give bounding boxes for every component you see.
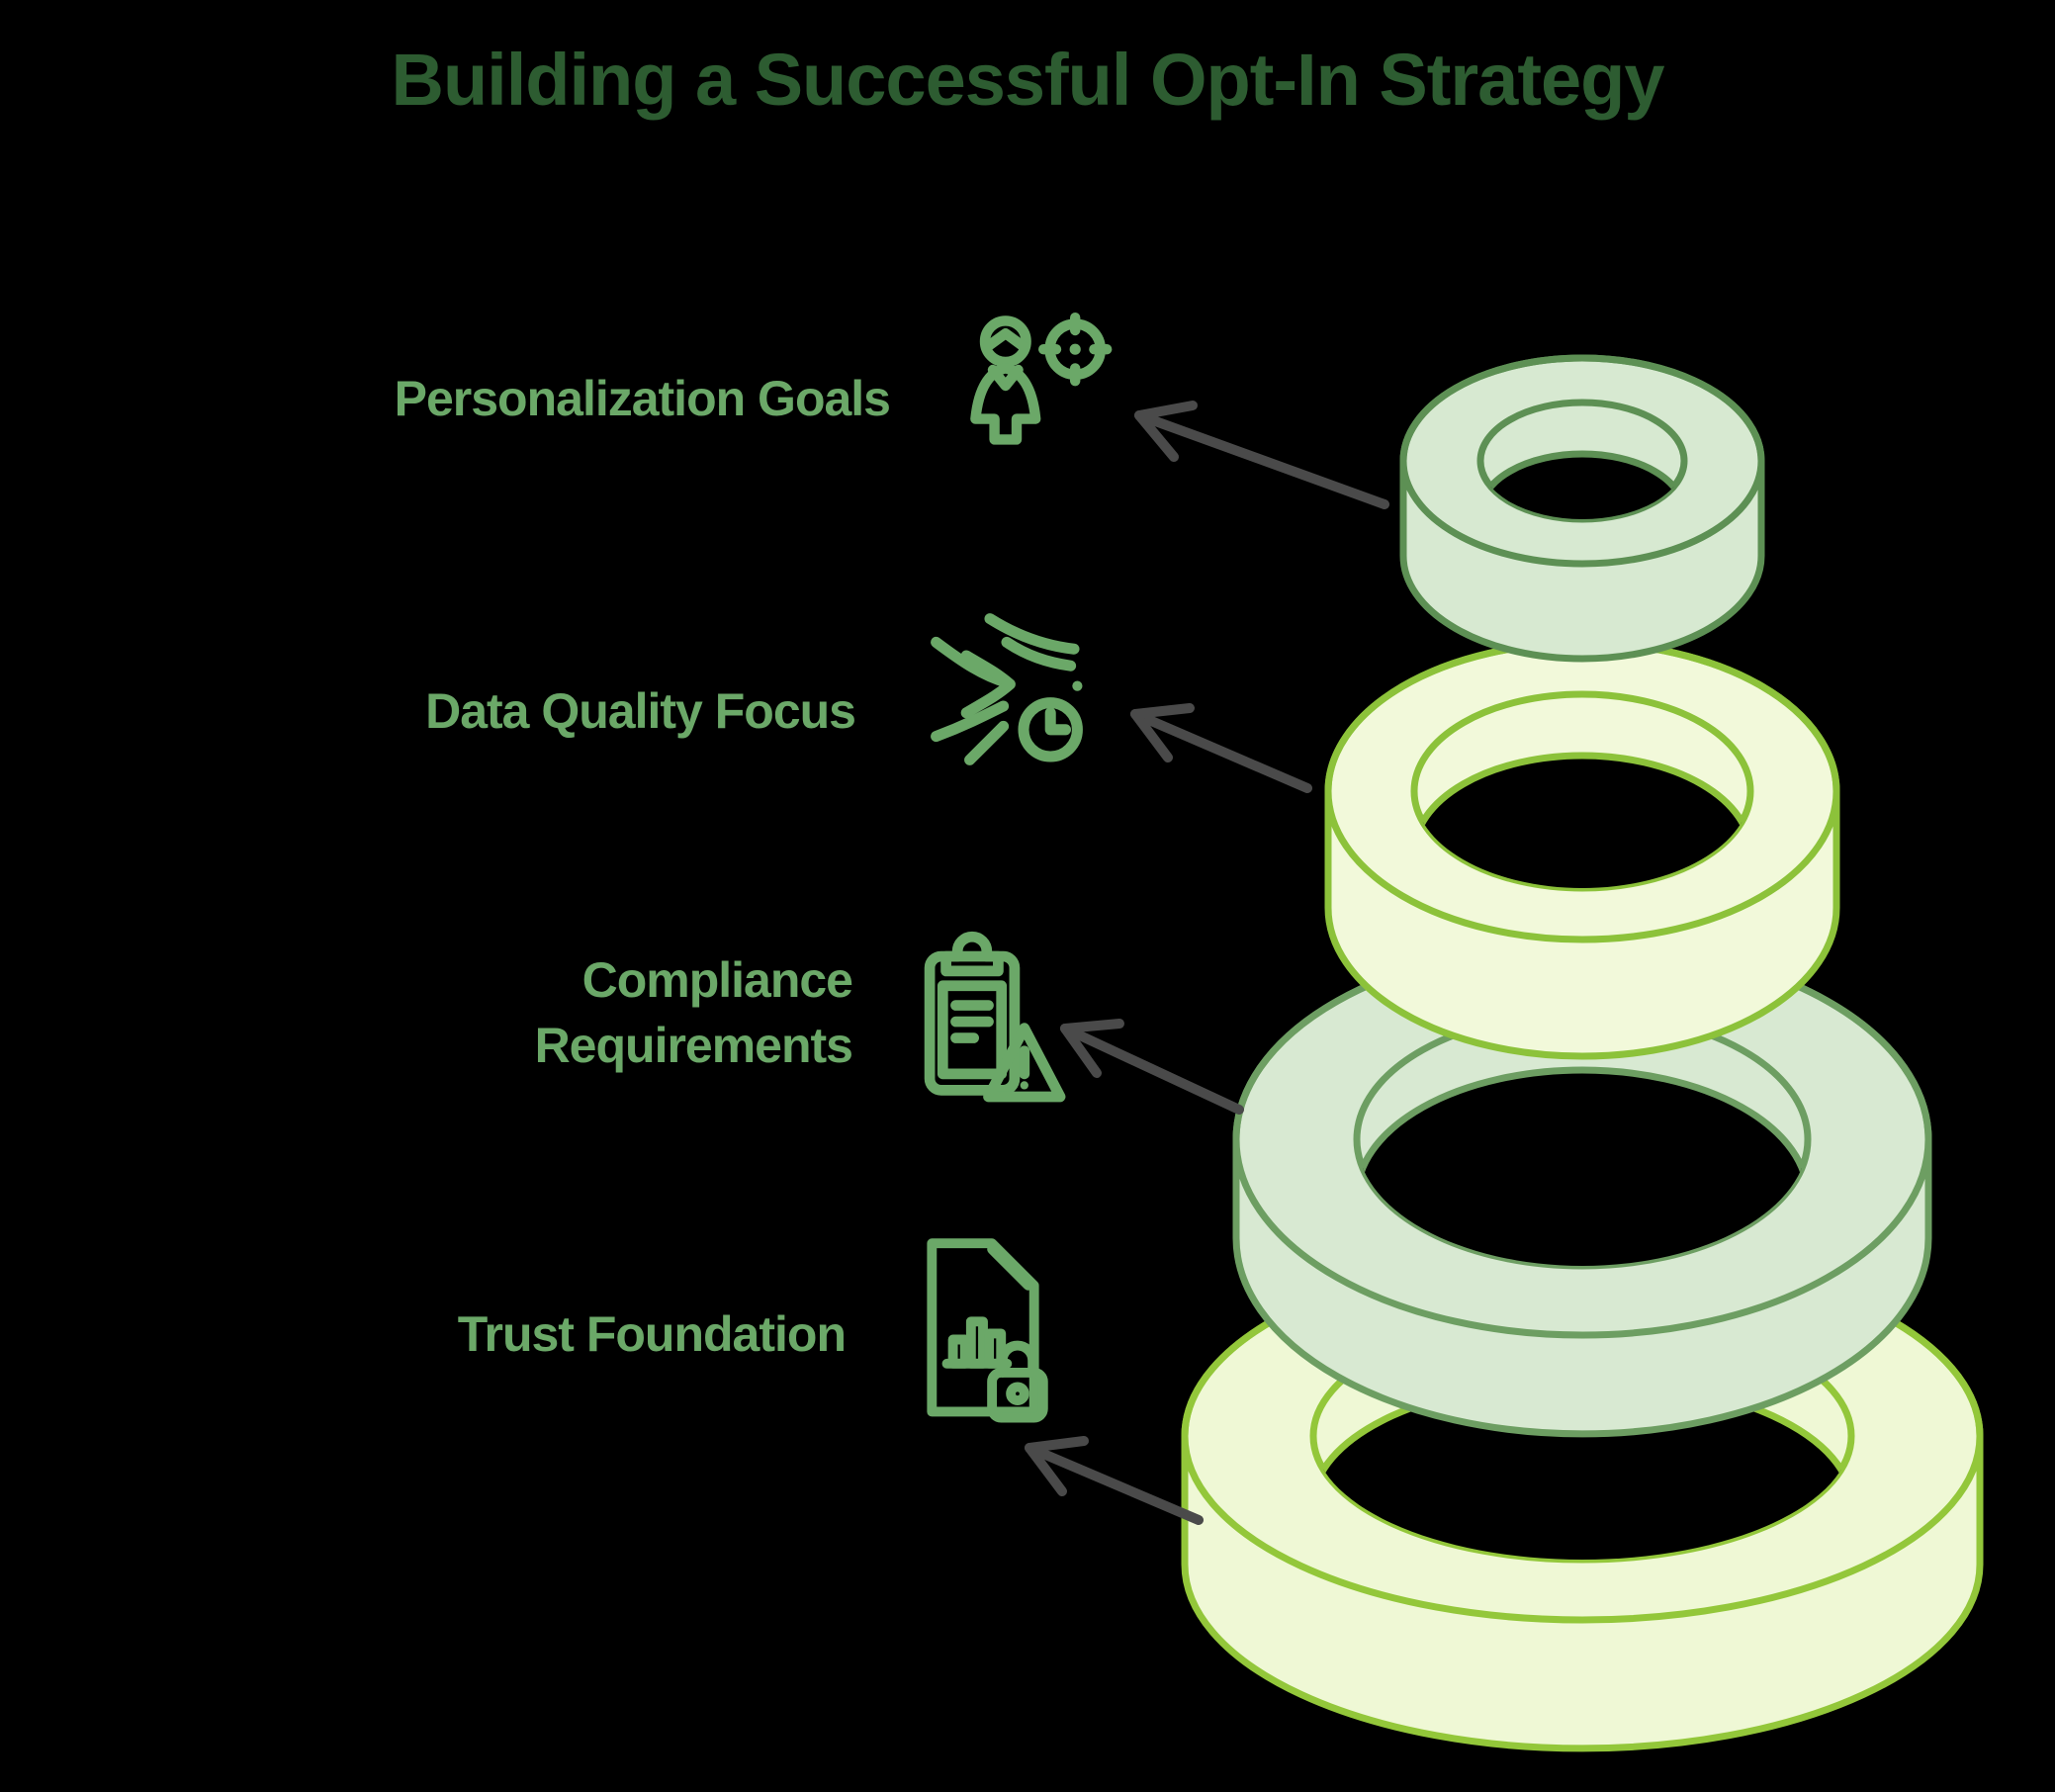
page-title: Building a Successful Opt-In Strategy xyxy=(391,39,1665,121)
chart-bar xyxy=(965,1316,988,1369)
flow-line xyxy=(1001,636,1077,672)
clock-hands xyxy=(1044,707,1072,736)
flow-chevron xyxy=(960,650,1016,719)
person-neckline xyxy=(987,364,1024,392)
clipboard-body xyxy=(924,950,1021,1096)
label-data-quality-focus: Data Quality Focus xyxy=(425,683,856,739)
person-target-icon xyxy=(961,313,1119,473)
document-fold xyxy=(987,1244,1033,1291)
warning-triangle xyxy=(983,1023,1066,1103)
arrow-personalization-goals xyxy=(1134,401,1389,509)
flow-dot xyxy=(1072,680,1083,691)
clipboard-clip xyxy=(940,931,1004,977)
clipboard-page xyxy=(937,980,1008,1080)
chart-bar xyxy=(947,1334,970,1369)
ring-hole-opening xyxy=(1480,450,1684,519)
ring-personalization-goals xyxy=(1399,354,1765,663)
lock-keyhole xyxy=(1006,1382,1029,1405)
chart-bar xyxy=(984,1328,1007,1369)
person-hair xyxy=(983,328,1028,352)
arrow-compliance-requirements xyxy=(1060,1019,1244,1115)
target-center-dot xyxy=(1069,343,1081,355)
document-outline xyxy=(927,1238,1039,1417)
clipboard-text-lines xyxy=(950,1000,994,1043)
arrow-trust-foundation xyxy=(1025,1436,1204,1525)
arrow-data-quality-focus xyxy=(1130,703,1312,793)
lock-shackle xyxy=(997,1340,1038,1378)
document-lock-icon xyxy=(908,1234,1058,1445)
lock-body xyxy=(987,1368,1048,1423)
person-head xyxy=(979,315,1031,368)
clock-face xyxy=(1018,697,1083,762)
ring-data-quality-focus xyxy=(1324,639,1840,1060)
flow-line xyxy=(984,613,1080,655)
clipboard-warning-icon xyxy=(907,931,1070,1117)
label-trust-foundation: Trust Foundation xyxy=(457,1306,847,1362)
label-line: Compliance xyxy=(581,952,853,1008)
label-personalization-goals: Personalization Goals xyxy=(394,371,891,426)
flow-line xyxy=(964,720,1010,765)
data-flow-clock-icon xyxy=(923,605,1091,773)
warning-exclamation-dot xyxy=(1020,1081,1028,1090)
label-line: Requirements xyxy=(534,1018,853,1073)
label-compliance-requirements: Compliance Requirements xyxy=(534,947,853,1078)
flow-line xyxy=(931,700,1010,743)
ring-top-rim xyxy=(1399,354,1765,568)
target-ticks xyxy=(1038,313,1113,387)
ring-hole-opening xyxy=(1414,752,1750,888)
